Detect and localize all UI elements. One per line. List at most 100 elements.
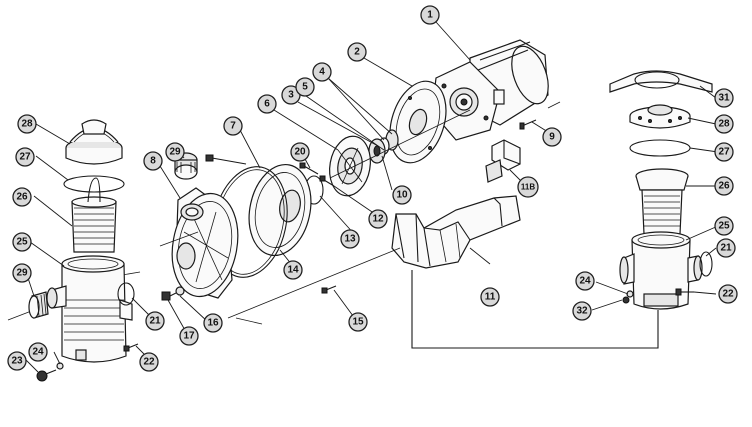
right-pot-screw-part [675, 288, 694, 296]
right-strainer-lid-part [629, 104, 691, 129]
svg-text:9: 9 [549, 132, 555, 143]
callout-12: 12 [368, 209, 388, 229]
svg-text:26: 26 [718, 181, 730, 192]
callout-13: 13 [340, 229, 360, 249]
callout-20: 20 [290, 142, 310, 162]
callout-6: 6 [257, 94, 277, 114]
svg-text:28: 28 [21, 119, 33, 130]
callout-24-right: 24 [575, 271, 595, 291]
housing-bolt-part [205, 154, 247, 165]
callout-24-left: 24 [28, 342, 48, 362]
callout-14: 14 [283, 260, 303, 280]
connector-line [411, 270, 659, 349]
callout-32: 32 [572, 301, 592, 321]
svg-text:1: 1 [427, 10, 433, 21]
svg-text:12: 12 [372, 214, 384, 225]
svg-text:23: 23 [11, 356, 23, 367]
svg-text:13: 13 [344, 234, 356, 245]
svg-text:21: 21 [720, 243, 732, 254]
pump-housing-part [171, 187, 239, 299]
svg-text:22: 22 [722, 289, 734, 300]
svg-text:27: 27 [718, 147, 730, 158]
callout-28-left: 28 [17, 114, 37, 134]
pot-screw-part [123, 343, 139, 352]
svg-text:2: 2 [354, 47, 360, 58]
svg-text:16: 16 [207, 318, 219, 329]
svg-text:24: 24 [579, 276, 591, 287]
shaft-seal-part [368, 129, 399, 164]
callout-21-left: 21 [145, 311, 165, 331]
callout-11: 11 [480, 287, 500, 307]
pot-drain-plug-part [36, 362, 64, 382]
diffuser-screw-part [299, 162, 319, 175]
svg-text:24: 24 [32, 347, 44, 358]
impeller-part [329, 135, 371, 197]
callout-27-left: 27 [15, 147, 35, 167]
svg-text:4: 4 [319, 67, 325, 78]
right-strainer-basket-part [635, 168, 689, 235]
callout-31: 31 [714, 88, 734, 108]
svg-text:32: 32 [576, 306, 588, 317]
motor-bolt-part [519, 119, 537, 130]
svg-text:15: 15 [352, 317, 364, 328]
lid-wrench-part [609, 70, 713, 93]
svg-text:20: 20 [294, 147, 306, 158]
strainer-lid-part [65, 119, 123, 165]
svg-text:14: 14 [287, 265, 299, 276]
svg-text:17: 17 [183, 331, 195, 342]
callout-8: 8 [143, 151, 163, 171]
callout-16: 16 [203, 313, 223, 333]
callout-25-left: 25 [12, 232, 32, 252]
strainer-pot-part [46, 255, 133, 363]
callout-9: 9 [542, 127, 562, 147]
svg-text:10: 10 [396, 190, 408, 201]
impeller-screw-part [319, 175, 335, 187]
callout-25-right: 25 [714, 216, 734, 236]
callout-7: 7 [223, 116, 243, 136]
callout-2: 2 [347, 42, 367, 62]
drain-plug-part [161, 286, 185, 301]
svg-text:3: 3 [288, 90, 294, 101]
lid-o-ring-part [63, 175, 125, 193]
strainer-basket-part [71, 177, 117, 253]
right-pot-o-ring-part [699, 251, 713, 277]
callout-22-left: 22 [139, 352, 159, 372]
svg-text:7: 7 [230, 121, 236, 132]
callout-26-left: 26 [12, 187, 32, 207]
svg-text:26: 26 [16, 192, 28, 203]
svg-text:22: 22 [143, 357, 155, 368]
callout-23: 23 [7, 351, 27, 371]
union-connector-part [174, 152, 198, 180]
callout-5: 5 [295, 77, 315, 97]
svg-text:11: 11 [485, 292, 496, 303]
callout-28-right: 28 [714, 114, 734, 134]
inlet-union-part [28, 291, 49, 319]
right-lid-o-ring-part [629, 139, 691, 157]
support-foot-part [485, 139, 521, 183]
callout-15: 15 [348, 312, 368, 332]
right-strainer-pot-part [619, 231, 703, 310]
callout-1: 1 [420, 5, 440, 25]
callout-27-right: 27 [714, 142, 734, 162]
callout-10: 10 [392, 185, 412, 205]
svg-text:5: 5 [302, 82, 308, 93]
svg-text:11B: 11B [521, 183, 535, 192]
callout-11b: 11B [517, 176, 539, 198]
callout-21-right: 21 [716, 238, 736, 258]
support-bolt-part [321, 285, 337, 294]
svg-text:31: 31 [718, 93, 730, 104]
svg-text:28: 28 [718, 119, 730, 130]
motor-support-part [391, 195, 521, 269]
callout-22-right: 22 [718, 284, 738, 304]
svg-text:21: 21 [149, 316, 161, 327]
svg-text:6: 6 [264, 99, 270, 110]
callout-29-left: 29 [12, 263, 32, 283]
svg-text:8: 8 [150, 156, 156, 167]
callout-4: 4 [312, 62, 332, 82]
diffuser-part [248, 163, 312, 257]
svg-text:29: 29 [169, 147, 181, 158]
pot-o-ring-part [117, 282, 135, 306]
svg-text:29: 29 [16, 268, 28, 279]
svg-text:25: 25 [16, 237, 28, 248]
